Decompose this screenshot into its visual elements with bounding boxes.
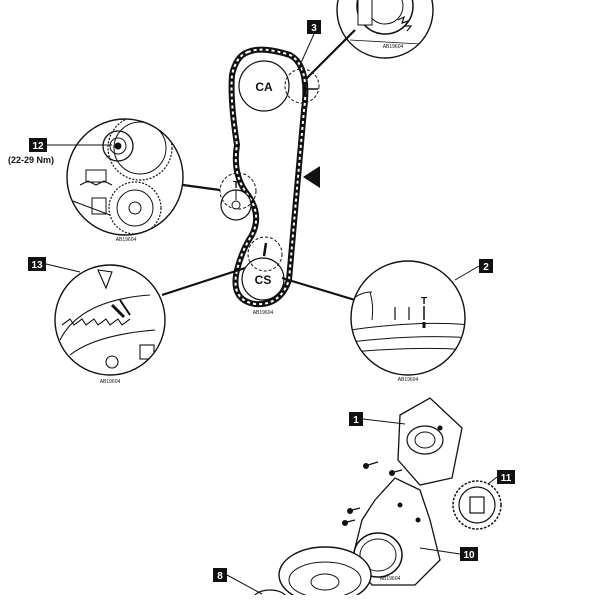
figure-code: AB19604 (116, 237, 137, 243)
svg-text:3: 3 (311, 23, 317, 34)
camshaft-detail-view: AB19604 (336, 0, 434, 59)
cam-mark-circle (284, 68, 320, 104)
svg-text:13: 13 (31, 260, 43, 271)
figure-code: AB19604 (100, 379, 121, 385)
callout-8: 8 (213, 568, 263, 595)
svg-text:8: 8 (217, 571, 223, 582)
torque-spec: (22-29 Nm) (8, 155, 54, 165)
tensioner-detail-view: AB19604 (66, 118, 184, 243)
callout-3: 3 (299, 20, 321, 66)
svg-text:12: 12 (32, 141, 44, 152)
crankshaft-label: CS (255, 273, 272, 287)
rotation-arrow (303, 166, 320, 188)
svg-text:1: 1 (353, 415, 359, 426)
figure-code: AB19604 (398, 377, 419, 383)
crank-mark-detail-view: T AB19604 (350, 260, 466, 383)
tensioner-label: T (233, 180, 239, 191)
callout-11: 11 (487, 470, 515, 485)
svg-text:10: 10 (463, 550, 475, 561)
timing-belt (228, 46, 309, 308)
leader-line (182, 183, 221, 192)
leader-line (281, 276, 356, 302)
crankshaft-pulley: CS AB19604 (241, 236, 285, 316)
crank-timing-mark (262, 242, 268, 257)
leader-line (161, 266, 246, 297)
camshaft-pulley: CA (238, 60, 320, 112)
figure-code: AB19604 (383, 44, 404, 50)
camshaft-label: CA (255, 80, 273, 94)
leader-line (304, 29, 356, 81)
callout-1: 1 (349, 412, 406, 426)
figure-code: AB19604 (253, 310, 274, 316)
figure-code: AB19604 (380, 576, 401, 582)
callout-10: 10 (419, 547, 478, 561)
callout-12: 12 (29, 138, 112, 152)
tensioner-pulley: T (219, 172, 257, 221)
callout-2: 2 (454, 259, 493, 281)
svg-text:2: 2 (483, 262, 489, 273)
cover-assembly-exploded-view (253, 397, 502, 600)
callout-13: 13 (28, 257, 81, 273)
mark-T-label: T (421, 296, 427, 307)
crank-tooth-detail-view: AB19604 (54, 264, 166, 385)
svg-text:11: 11 (501, 473, 512, 484)
